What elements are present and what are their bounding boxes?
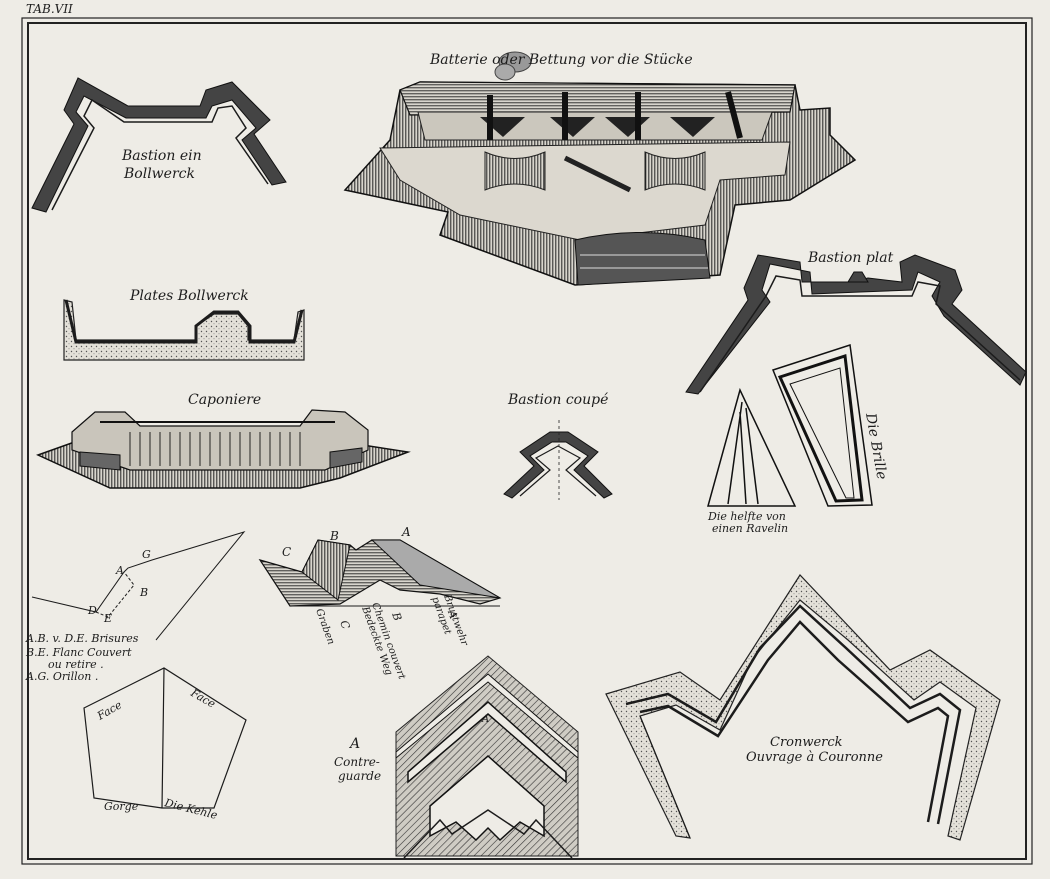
ravelin-label-1: Die helfte von: [707, 510, 786, 523]
bastion-coupe-figure: [503, 420, 613, 500]
bastion-coupe-title: Bastion coupé: [507, 392, 608, 408]
gorge-figure: [83, 667, 247, 809]
brisures-point-g: G: [142, 548, 151, 561]
kehle-label: Die Kehle: [162, 796, 219, 822]
bastion-ein-label-2: Bollwerck: [123, 166, 195, 182]
brisures-point-e: E: [103, 612, 112, 625]
plate-number: TAB.VII: [26, 2, 73, 16]
cronwerck-label-2: Ouvrage à Couronne: [746, 750, 883, 765]
gorge-face-left: Face: [94, 698, 124, 723]
bastion-ein-figure: [31, 77, 287, 213]
caponiere-figure: [36, 409, 411, 489]
contreguarde-letter: A: [348, 736, 360, 752]
batterie-title: Batterie oder Bettung vor die Stücke: [429, 52, 693, 68]
bastion-plat-figure: [685, 254, 1027, 395]
cronwerck-figure: [605, 574, 1001, 841]
bastion-plat-title: Bastion plat: [807, 250, 894, 266]
brisures-figure: [31, 531, 246, 641]
contreguarde-marker: A: [481, 714, 489, 725]
brisures-legend-1: A.B. v. D.E. Brisures: [25, 632, 139, 645]
plates-bollwerck-figure: [63, 299, 305, 361]
batterie-figure: [343, 51, 857, 286]
profile-point-a: A: [401, 525, 411, 539]
profile-graben: Graben: [313, 607, 336, 646]
gorge-label: Gorge: [104, 800, 139, 813]
die-brille-title: Die Brille: [862, 411, 890, 481]
inner-frame: [27, 22, 1027, 860]
die-brille-figure: [707, 344, 873, 507]
brisures-point-d: D: [87, 604, 97, 617]
profile-point-c: C: [282, 545, 291, 559]
profile-caption-a: A: [445, 608, 460, 621]
profile-caption-c: C: [337, 619, 352, 632]
cronwerck-label-1: Cronwerck: [770, 735, 843, 750]
brisures-legend-2: B.E. Flanc Couvert: [25, 646, 132, 659]
ravelin-label-2: einen Ravelin: [712, 522, 788, 535]
contreguarde-figure: [395, 655, 579, 859]
bastion-ein-label-1: Bastion ein: [121, 148, 202, 164]
brisures-legend-4: A.G. Orillon .: [25, 670, 98, 683]
contreguarde-label-1: Contre-: [334, 755, 380, 769]
contreguarde-label-2: guarde: [338, 769, 381, 783]
brisures-point-a: A: [115, 564, 124, 577]
profile-figure: [258, 539, 502, 607]
brisures-point-b: B: [139, 586, 148, 599]
profile-point-b: B: [329, 529, 339, 543]
caponiere-title: Caponiere: [188, 392, 261, 408]
gorge-face-right: Face: [188, 686, 218, 711]
brisures-legend-3: ou retire .: [48, 658, 104, 671]
plates-bollwerck-title: Plates Bollwerck: [129, 288, 249, 304]
profile-caption-b: B: [389, 610, 404, 623]
outer-frame: [21, 17, 1033, 865]
